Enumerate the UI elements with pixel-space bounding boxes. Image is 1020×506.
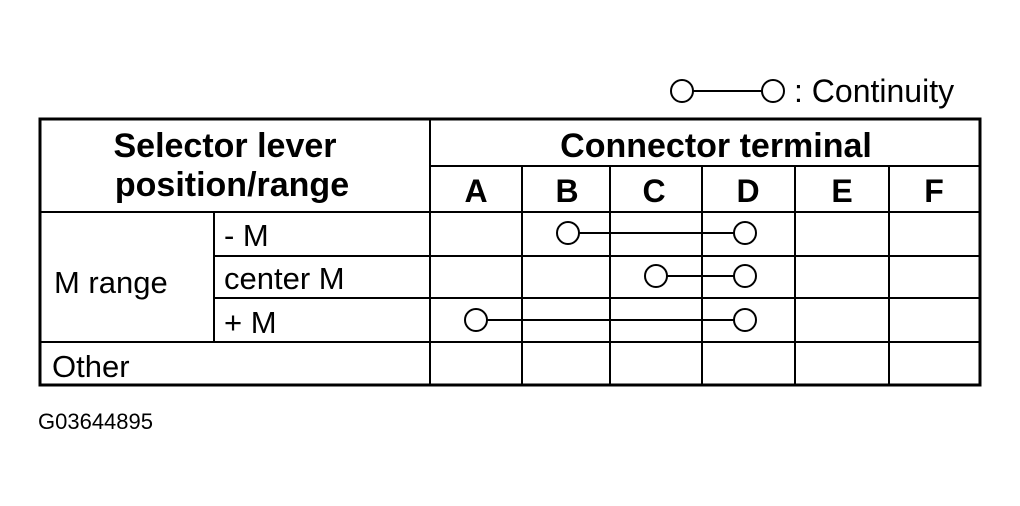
- continuity-terminal-circle-icon: [464, 308, 488, 332]
- continuity-terminal-circle-icon: [733, 221, 757, 245]
- header-selector-line2: position/range: [115, 166, 349, 204]
- table-grid: [38, 117, 982, 387]
- column-d-label: D: [736, 173, 759, 209]
- column-e-label: E: [831, 173, 852, 209]
- header-connector-terminal: Connector terminal: [560, 127, 872, 165]
- figure-code: G03644895: [38, 409, 153, 434]
- legend: : Continuity: [670, 73, 954, 109]
- row-label-center-m: center M: [224, 261, 345, 296]
- row-label-plus-m: + M: [224, 305, 277, 340]
- column-c-label: C: [642, 173, 665, 209]
- header-selector-line1: Selector lever: [113, 127, 336, 165]
- row-label-minus-m: - M: [224, 218, 269, 253]
- column-a-label: A: [464, 173, 487, 209]
- continuity-terminal-circle-icon: [644, 264, 668, 288]
- row-label-other: Other: [52, 349, 130, 384]
- continuity-marks: [464, 221, 757, 332]
- group-label-m-range: M range: [54, 265, 168, 300]
- column-f-label: F: [924, 173, 944, 209]
- legend-label: : Continuity: [794, 73, 954, 109]
- continuity-terminal-circle-icon: [556, 221, 580, 245]
- column-b-label: B: [555, 173, 578, 209]
- continuity-symbol-icon: [670, 79, 785, 103]
- continuity-terminal-circle-icon: [733, 264, 757, 288]
- continuity-terminal-circle-icon: [733, 308, 757, 332]
